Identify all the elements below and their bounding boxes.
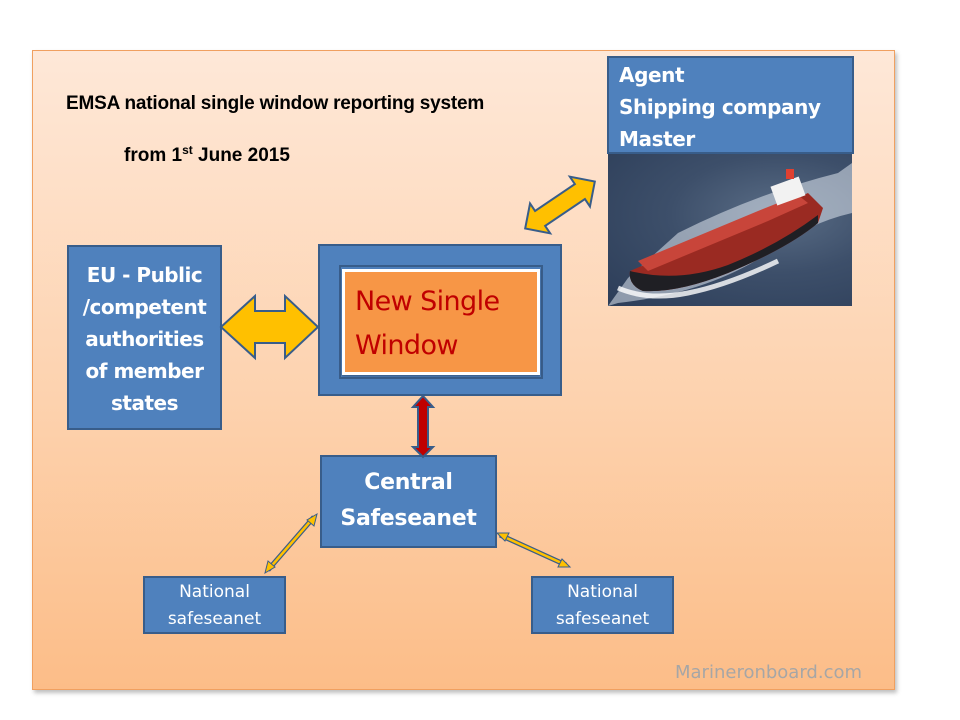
arrow-single-window-central	[410, 394, 436, 459]
national-right-line-1: National	[567, 582, 638, 602]
eu-authorities-box: EU - Public /competent authorities of me…	[67, 245, 222, 430]
national-left-line-2: safeseanet	[167, 609, 262, 629]
national-left-line-1: National	[179, 582, 250, 602]
ship-funnel	[786, 169, 794, 179]
shipping-company-label: Shipping company	[619, 95, 821, 119]
arrow-single-window-agent	[524, 175, 596, 235]
ship-hull-waterline	[629, 215, 818, 292]
eu-line-3: authorities	[85, 327, 204, 351]
subtitle-superscript: st	[182, 143, 193, 157]
ship-photo	[608, 153, 852, 306]
central-line-2: Safeseanet	[340, 506, 477, 531]
national-safeseanet-right-box: National safeseanet	[531, 576, 674, 634]
ship-deck	[638, 195, 808, 271]
agent-shipping-company-master-box: Agent Shipping company Master	[607, 56, 854, 154]
ship-illustration	[608, 163, 852, 306]
agent-label: Agent	[619, 63, 685, 87]
single-window-line-1: New Single	[355, 286, 500, 317]
arrow-central-national-left	[264, 512, 318, 575]
subtitle-suffix: June 2015	[192, 145, 290, 166]
arrow-eu-single-window	[219, 293, 320, 361]
single-window-container: New Single Window	[318, 244, 562, 396]
subtitle-prefix: from 1	[124, 145, 183, 166]
national-right-line-2: safeseanet	[555, 609, 650, 629]
eu-line-1: EU - Public	[86, 263, 203, 287]
master-label: Master	[619, 127, 695, 151]
eu-line-2: /competent	[82, 295, 207, 319]
single-window-line-2: Window	[355, 330, 458, 361]
slide-title: EMSA national single window reporting sy…	[66, 93, 485, 114]
national-safeseanet-left-box: National safeseanet	[143, 576, 286, 634]
central-safeseanet-box: Central Safeseanet	[320, 455, 497, 548]
new-single-window-box: New Single Window	[342, 269, 540, 375]
central-line-1: Central	[364, 470, 453, 495]
eu-line-4: of member	[85, 359, 204, 383]
slide-subtitle: from 1st June 2015	[124, 143, 290, 167]
bow-wave	[617, 258, 780, 299]
eu-line-5: states	[111, 391, 179, 415]
arrow-central-national-right	[495, 532, 572, 568]
watermark: Marineronboard.com	[675, 662, 863, 683]
ship-superstructure	[770, 176, 806, 206]
